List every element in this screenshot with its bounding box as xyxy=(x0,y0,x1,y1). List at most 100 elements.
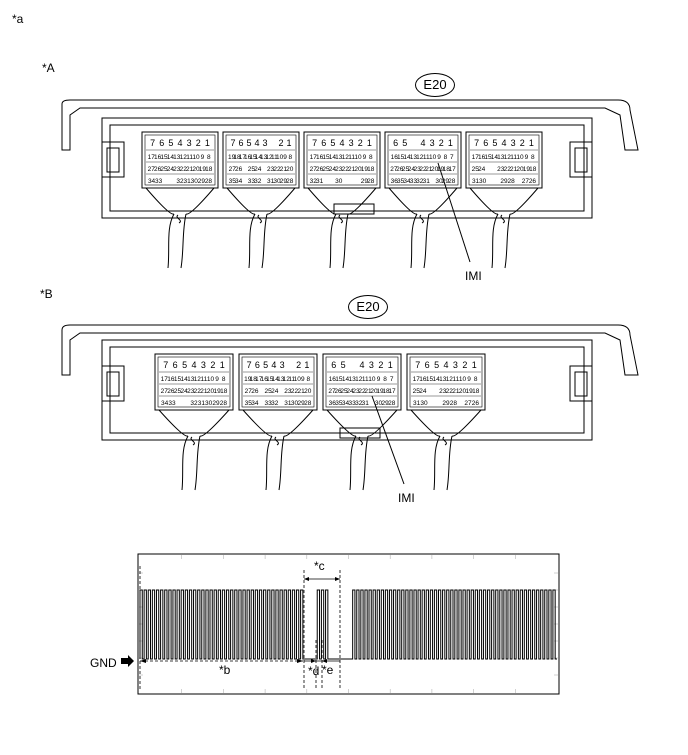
pin-number: 31 xyxy=(362,400,370,407)
pin-number: 22 xyxy=(180,166,188,173)
pin-number: 9 xyxy=(377,376,381,383)
pin-number: 4 xyxy=(177,138,182,148)
pin-number: 25 xyxy=(248,166,256,173)
pin-number: 32 xyxy=(254,178,262,185)
pin-number: 14 xyxy=(255,154,263,161)
pin-number: 31 xyxy=(413,400,421,407)
pin-number: 35 xyxy=(397,178,405,185)
pin-number: 4 xyxy=(443,360,448,370)
pin-number: 21 xyxy=(348,166,356,173)
pin-number: 17 xyxy=(161,376,169,383)
pin-number: 1 xyxy=(304,360,309,370)
pin-number: 9 xyxy=(437,154,441,161)
pin-number: 5 xyxy=(168,138,173,148)
pin-number: 18 xyxy=(233,154,241,161)
pin-number: 23 xyxy=(267,166,275,173)
pin-number: 3 xyxy=(369,360,374,370)
pin-number: 14 xyxy=(329,154,337,161)
pin-number: 1 xyxy=(367,138,372,148)
pin-number: 20 xyxy=(207,388,215,395)
pin-number: 20 xyxy=(370,388,378,395)
pin-number: 30 xyxy=(375,400,383,407)
view-label-a: *A xyxy=(42,61,55,75)
pin-number: 5 xyxy=(402,138,407,148)
pin-number: 7 xyxy=(390,376,394,383)
pin-number: 27 xyxy=(390,166,398,173)
pin-number: 9 xyxy=(283,154,287,161)
pin-number: 18 xyxy=(220,388,228,395)
pin-number: 32 xyxy=(416,178,424,185)
pin-number: 16 xyxy=(478,154,486,161)
pin-number: 18 xyxy=(382,388,390,395)
pin-number: 30 xyxy=(479,178,487,185)
pin-number: 10 xyxy=(276,154,284,161)
pin-number: 18 xyxy=(367,166,375,173)
imi-label-b: IMI xyxy=(398,491,415,505)
pin-number: 5 xyxy=(263,360,268,370)
marker-b: *b xyxy=(219,663,231,677)
pin-number: 25 xyxy=(160,166,168,173)
pin-number: 22 xyxy=(419,166,427,173)
pin-number: 7 xyxy=(230,138,235,148)
pin-number: 18 xyxy=(443,166,451,173)
pin-number: 27 xyxy=(328,388,336,395)
pin-number: 36 xyxy=(329,400,337,407)
pin-number: 9 xyxy=(201,154,205,161)
pin-number: 13 xyxy=(497,154,505,161)
pin-number: 17 xyxy=(413,376,421,383)
pin-number: 12 xyxy=(416,154,424,161)
pin-number: 10 xyxy=(207,376,215,383)
pin-number: 31 xyxy=(423,178,431,185)
pin-number: 27 xyxy=(245,388,253,395)
pin-number: 24 xyxy=(271,388,279,395)
pin-number: 9 xyxy=(215,376,219,383)
pin-number: 21 xyxy=(364,388,372,395)
pin-number: 32 xyxy=(271,400,279,407)
pin-number: 30 xyxy=(273,178,281,185)
pin-number: 11 xyxy=(186,154,193,161)
pin-number: 29 xyxy=(442,178,450,185)
pin-number: 6 xyxy=(425,360,430,370)
pin-number: 32 xyxy=(190,400,198,407)
pin-number: 25 xyxy=(413,388,421,395)
pin-number: 24 xyxy=(329,166,337,173)
pin-number: 11 xyxy=(362,376,369,383)
pin-number: 20 xyxy=(431,166,439,173)
pin-number: 24 xyxy=(346,388,354,395)
pin-number: 34 xyxy=(403,178,411,185)
pin-number: 21 xyxy=(280,166,288,173)
pin-number: 12 xyxy=(265,154,273,161)
pin-number: 33 xyxy=(410,178,418,185)
pin-number: 20 xyxy=(354,166,362,173)
pin-number: 9 xyxy=(467,376,471,383)
pin-number: 11 xyxy=(423,154,430,161)
pin-number: 27 xyxy=(161,388,169,395)
pin-number: 35 xyxy=(245,400,253,407)
pin-number: 7 xyxy=(163,360,168,370)
pin-number: 10 xyxy=(294,376,302,383)
pin-number: 13 xyxy=(439,376,447,383)
pin-number: 8 xyxy=(383,376,387,383)
pin-number: 15 xyxy=(322,154,330,161)
pin-number: 26 xyxy=(154,166,162,173)
pin-number: 10 xyxy=(368,376,376,383)
pin-number: 2 xyxy=(378,360,383,370)
pin-number: 15 xyxy=(335,376,343,383)
connector-name-a: E20 xyxy=(415,73,455,97)
pin-number: 35 xyxy=(335,400,343,407)
pin-number: 6 xyxy=(393,138,398,148)
pin-number: 3 xyxy=(349,138,354,148)
pin-number: 2 xyxy=(358,138,363,148)
pin-number: 34 xyxy=(148,178,156,185)
view-label-b: *B xyxy=(40,287,53,301)
pin-number: 9 xyxy=(363,154,367,161)
pin-number: 7 xyxy=(474,138,479,148)
pin-number: 26 xyxy=(529,178,537,185)
pin-number: 29 xyxy=(500,178,508,185)
pin-number: 28 xyxy=(205,178,213,185)
pin-number: 17 xyxy=(472,154,480,161)
pin-number: 30 xyxy=(335,178,343,185)
